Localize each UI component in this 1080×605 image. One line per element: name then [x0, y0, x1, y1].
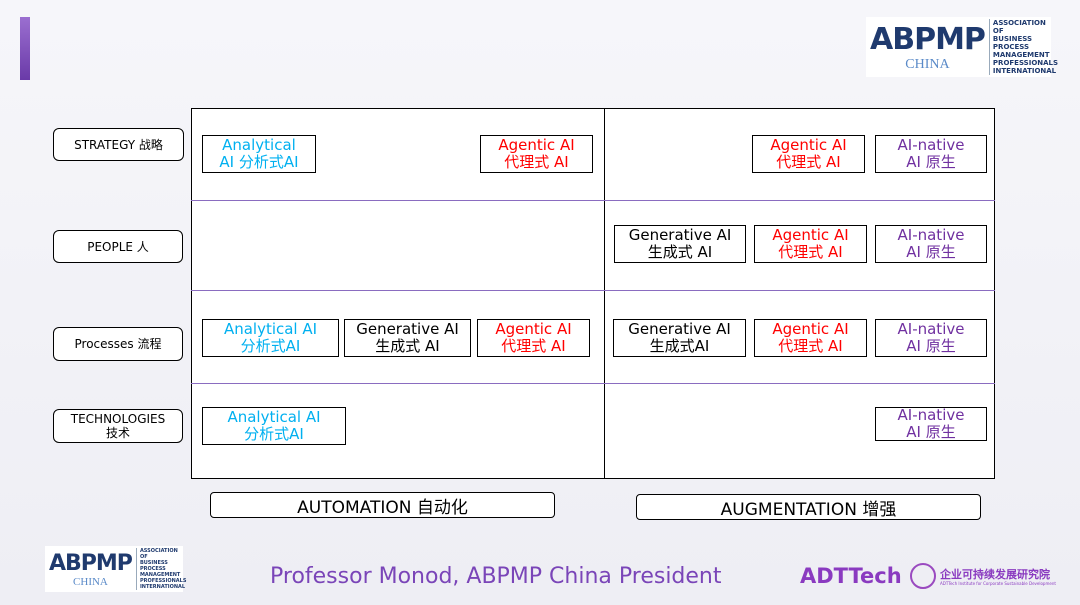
speaker-caption: Professor Monod, ABPMP China President — [270, 564, 722, 589]
institute-name: 企业可持续发展研究院 — [940, 568, 1050, 581]
row-divider — [191, 290, 995, 291]
logo-abbr: ABPMP — [870, 21, 986, 57]
column-label-automation: AUTOMATION 自动化 — [210, 492, 555, 518]
row-label-strategy: STRATEGY 战略 — [53, 128, 184, 161]
row-divider — [191, 200, 995, 201]
row-divider — [191, 383, 995, 384]
accent-bar — [20, 17, 30, 80]
adttech-logo: ADTTech — [800, 564, 902, 588]
row-label-processes: Processes 流程 — [53, 327, 183, 361]
column-label-augmentation: AUGMENTATION 增强 — [636, 494, 981, 520]
institute-subtitle: ADTTech Institute for Corporate Sustaina… — [940, 581, 1056, 586]
institute-emblem-icon — [910, 563, 936, 589]
row-label-people: PEOPLE 人 — [53, 230, 183, 263]
column-divider — [604, 108, 605, 479]
logo-sub: CHINA — [905, 56, 950, 72]
